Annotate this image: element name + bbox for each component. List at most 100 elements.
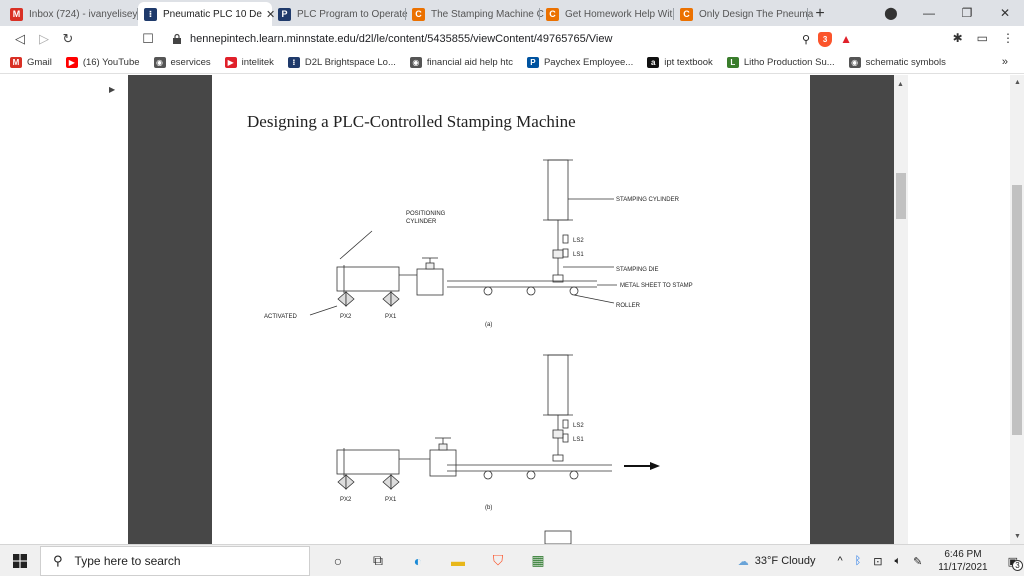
bookmark-2[interactable]: ◉ eservices xyxy=(153,57,211,68)
bookmark-label: Litho Production Su... xyxy=(743,57,835,68)
chegg-icon: C xyxy=(546,7,559,21)
bookmark-3[interactable]: ▶intelitek xyxy=(224,57,274,68)
zoom-icon[interactable]: ⚲ xyxy=(802,33,811,46)
close-window-button[interactable]: ✕ xyxy=(999,6,1011,20)
expand-sidebar-icon[interactable]: ▶ xyxy=(109,85,116,94)
extensions-icon[interactable]: ✱ xyxy=(952,31,963,45)
label-px1-a: PX1 xyxy=(385,314,397,320)
volume-icon[interactable]: 🔈︎ xyxy=(894,554,902,567)
stamping-machine-diagram: STAMPING CYLINDER POSITIONING CYLINDER L… xyxy=(264,159,693,545)
label-px2-a: PX2 xyxy=(340,314,352,320)
stamping-die-a xyxy=(552,274,564,283)
network-icon[interactable]: ⊡ xyxy=(873,555,883,568)
more-bookmarks-icon[interactable]: » xyxy=(1001,56,1008,68)
chegg-icon: C xyxy=(680,7,693,21)
address-bar-actions: ⚲ 3 ▲ xyxy=(802,29,852,49)
window-controls: ⬤ — ❐ ✕ xyxy=(872,0,1024,26)
bookmark-label: eservices xyxy=(170,57,211,68)
viewer-right-margin xyxy=(810,75,894,544)
forward-button[interactable]: ▷ xyxy=(39,31,49,46)
document-scroll-thumb[interactable] xyxy=(896,173,906,219)
label-stamping-cylinder: STAMPING CYLINDER xyxy=(616,197,680,203)
youtube-icon: ▶ xyxy=(65,57,78,68)
menu-icon[interactable]: ⋮ xyxy=(1002,31,1014,45)
bookmark-9[interactable]: ◉schematic symbols xyxy=(848,57,946,68)
search-icon: ⚲ xyxy=(53,552,63,568)
tab-title: The Stamping Machine C xyxy=(431,8,544,20)
file-explorer-icon[interactable]: ▬ xyxy=(451,552,465,569)
brave-browser-icon[interactable]: ⛉ xyxy=(492,552,504,568)
bluetooth-icon[interactable]: ᛒ xyxy=(854,555,862,567)
bookmark-label: Gmail xyxy=(27,57,52,68)
page-scrollbar[interactable]: ▲ ▼ xyxy=(1010,75,1024,544)
viewer-left-margin xyxy=(128,75,212,544)
task-view-icon[interactable]: ⧉ xyxy=(373,552,383,568)
windows-taskbar: ⚲ Type here to search ○ ⧉ ◐ ▬ ⛉ ▦ ☁ 33°F… xyxy=(0,544,1024,576)
bookmark-1[interactable]: ▶(16) YouTube xyxy=(65,57,140,68)
bookmark-4[interactable]: ⁝D2L Brightspace Lo... xyxy=(287,57,396,68)
minimize-button[interactable]: — xyxy=(923,6,935,20)
globe-icon: ◉ xyxy=(153,57,166,68)
tab-1[interactable]: ⁝Pneumatic PLC 10 De✕ xyxy=(138,2,276,26)
figure-caption-b: (b) xyxy=(485,505,492,511)
new-tab-button[interactable]: + xyxy=(815,5,825,22)
tab-separator xyxy=(807,8,808,20)
cortana-icon[interactable]: ○ xyxy=(333,552,343,569)
back-button[interactable]: ◁ xyxy=(15,31,25,46)
toolbar-right: ✱ ▭ ⋮ xyxy=(953,31,1014,45)
edge-icon[interactable]: ◐ xyxy=(413,552,423,569)
reload-button[interactable]: ↻ xyxy=(62,31,74,46)
brave-shields-button[interactable]: 3 xyxy=(818,31,833,47)
motion-arrow-b xyxy=(650,462,660,470)
show-hidden-icons-icon[interactable]: ^ xyxy=(837,555,843,567)
document-scrollbar[interactable]: ▲ xyxy=(894,75,908,544)
restore-button[interactable]: ❐ xyxy=(961,6,973,20)
scroll-up-arrow-icon[interactable]: ▲ xyxy=(897,81,904,88)
d2l-icon: ⁝ xyxy=(287,57,300,68)
pen-icon[interactable]: ✎ xyxy=(913,555,923,568)
browser-toolbar: ◁ ▷ ↻ ☐ hennepintech.learn.minnstate.edu… xyxy=(0,26,1024,52)
label-ls2-b: LS2 xyxy=(573,423,584,429)
page-scroll-up-icon[interactable]: ▲ xyxy=(1014,79,1021,86)
weather-widget[interactable]: ☁ 33°F Cloudy xyxy=(738,555,816,568)
positioning-cylinder-a xyxy=(336,266,400,292)
tab-title: PLC Program to Operate xyxy=(297,8,408,20)
tab-5[interactable]: C Only Design The Pneuma xyxy=(674,2,813,26)
label-activated: ACTIVATED xyxy=(264,314,297,320)
label-positioning-2: CYLINDER xyxy=(406,219,437,225)
page-scroll-thumb[interactable] xyxy=(1012,185,1022,435)
bookmark-5[interactable]: ◉financial aid help htc xyxy=(409,57,513,68)
document-title: Designing a PLC-Controlled Stamping Mach… xyxy=(247,112,576,131)
start-button[interactable] xyxy=(0,545,40,577)
url-text[interactable]: hennepintech.learn.minnstate.edu/d2l/le/… xyxy=(190,33,613,45)
label-metal-sheet: METAL SHEET TO STAMP xyxy=(620,283,693,289)
content-viewer: ▶ ▲ ▲ ▼ Designing a PLC-Controlled Stamp… xyxy=(0,75,1024,545)
notifications-icon[interactable]: ▣3 xyxy=(1008,555,1023,571)
bookmark-page-icon[interactable]: ☐ xyxy=(142,31,154,46)
label-px1-b: PX1 xyxy=(385,497,397,503)
page-scroll-down-icon[interactable]: ▼ xyxy=(1014,533,1021,540)
brave-rewards-icon[interactable]: ▲ xyxy=(840,32,852,46)
taskbar-search-box[interactable]: ⚲ Type here to search xyxy=(40,545,310,576)
app-icon[interactable]: ▦ xyxy=(531,552,545,568)
clock[interactable]: 6:46 PM 11/17/2021 xyxy=(938,548,987,574)
tab-title: Only Design The Pneuma xyxy=(699,8,814,20)
bookmark-label: Paychex Employee... xyxy=(543,57,634,68)
bookmark-label: intelitek xyxy=(241,57,274,68)
chegg-icon: C xyxy=(412,7,425,21)
tab-3[interactable]: C The Stamping Machine C xyxy=(406,2,544,26)
tab-separator xyxy=(673,8,674,20)
tab-title: Inbox (724) - ivanyeliseye xyxy=(29,8,143,20)
close-tab-icon[interactable]: ✕ xyxy=(265,8,276,21)
profile-menu-icon[interactable]: ⬤ xyxy=(884,6,898,20)
media-cast-icon[interactable]: ▭ xyxy=(976,31,988,45)
address-bar[interactable]: hennepintech.learn.minnstate.edu/d2l/le/… xyxy=(172,29,852,49)
